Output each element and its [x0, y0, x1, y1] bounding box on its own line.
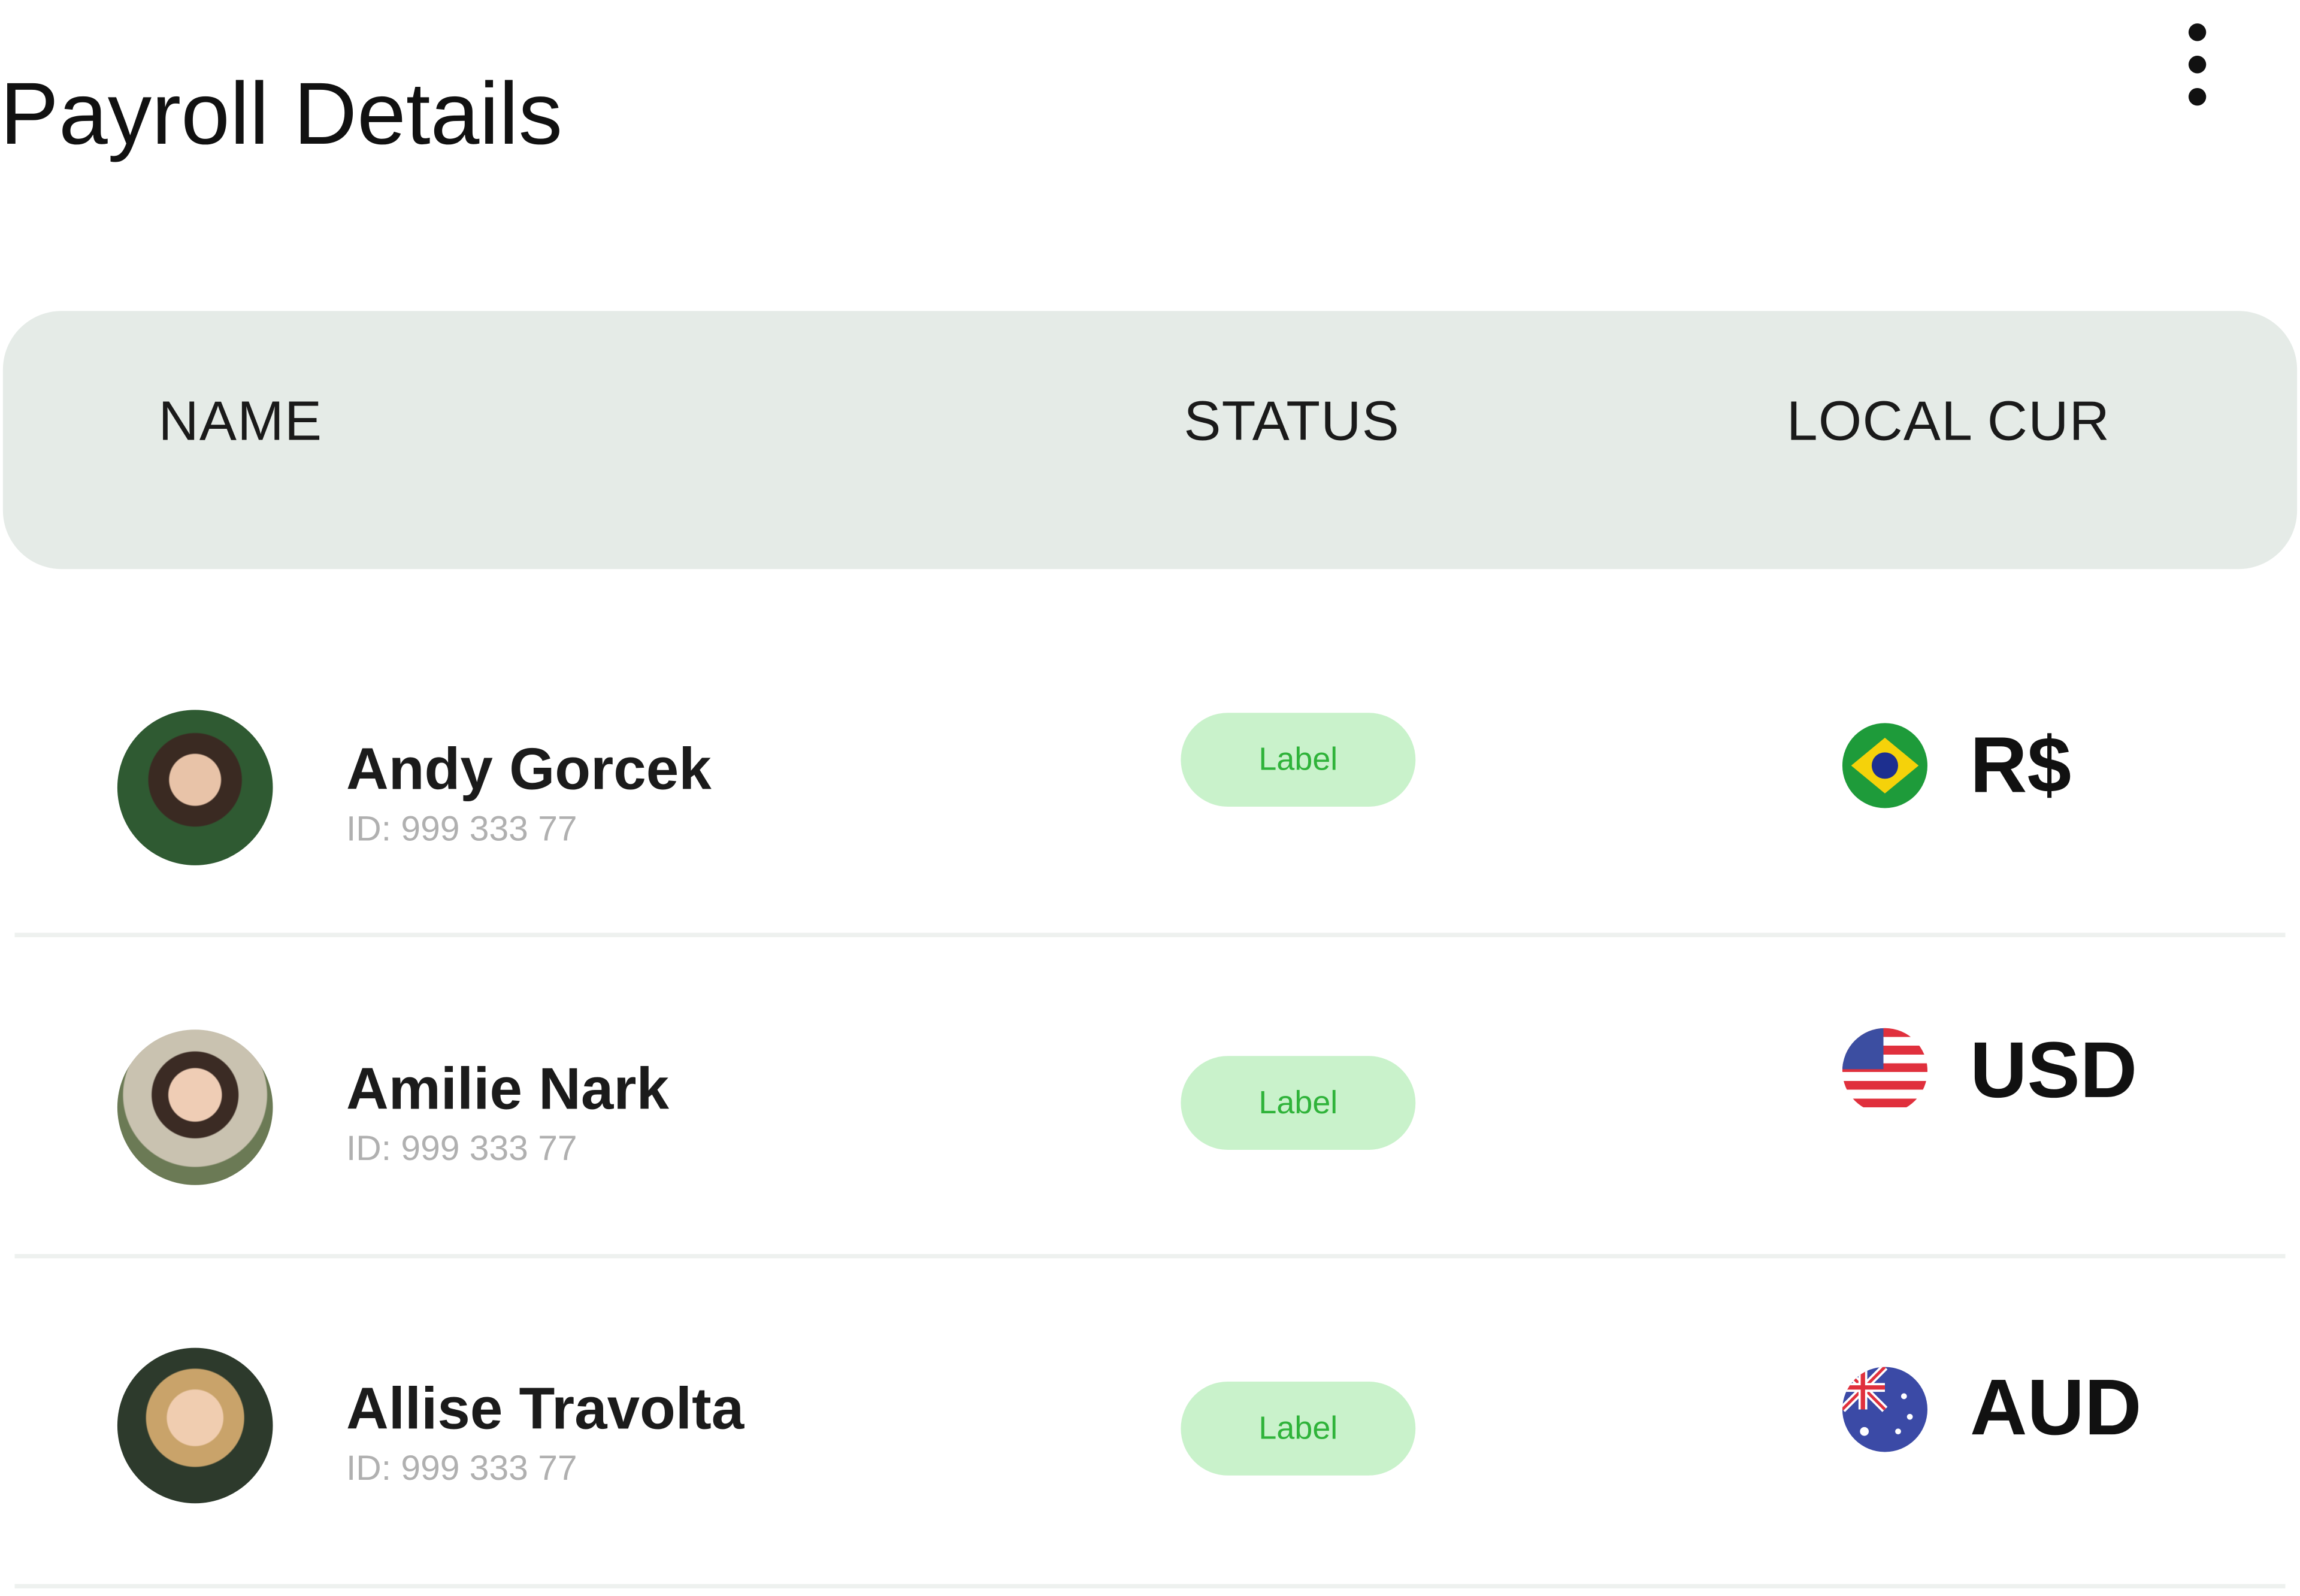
status-badge: Label — [1181, 713, 1416, 807]
more-vertical-icon — [2188, 87, 2207, 106]
row-divider — [14, 932, 2286, 937]
table-row[interactable]: Amilie Nark ID: 999 333 77 Label USD — [0, 950, 2300, 1258]
employee-id: ID: 999 333 77 — [346, 1449, 577, 1489]
currency-code: USD — [1970, 1026, 2138, 1115]
employee-id: ID: 999 333 77 — [346, 1129, 577, 1169]
currency-code: AUD — [1970, 1364, 2142, 1452]
page-title: Payroll Details — [0, 64, 563, 163]
table-header — [2, 311, 2298, 570]
employee-name: Allise Travolta — [346, 1377, 745, 1442]
more-options-button[interactable] — [2171, 14, 2224, 114]
status-badge: Label — [1181, 1056, 1416, 1150]
status-badge: Label — [1181, 1381, 1416, 1476]
more-vertical-icon — [2188, 23, 2207, 41]
avatar — [117, 1029, 273, 1185]
table-row[interactable]: Andy Gorcek ID: 999 333 77 Label R$ — [0, 631, 2300, 938]
column-header-name[interactable]: NAME — [158, 391, 323, 453]
australia-flag-icon — [1842, 1367, 1927, 1452]
column-header-status[interactable]: STATUS — [1184, 391, 1400, 453]
brazil-flag-icon — [1842, 723, 1927, 808]
table-row[interactable]: Allise Travolta ID: 999 333 77 Label AUD — [0, 1270, 2300, 1578]
avatar — [117, 710, 273, 865]
more-vertical-icon — [2188, 56, 2207, 74]
employee-name: Andy Gorcek — [346, 737, 712, 802]
row-divider — [14, 1253, 2286, 1259]
usa-flag-icon — [1842, 1028, 1927, 1113]
employee-name: Amilie Nark — [346, 1057, 670, 1122]
column-header-local-currency[interactable]: LOCAL CUR — [1786, 391, 2111, 453]
avatar — [117, 1347, 273, 1504]
currency-code: R$ — [1970, 721, 2072, 810]
employee-id: ID: 999 333 77 — [346, 809, 577, 849]
row-divider — [14, 1583, 2286, 1589]
